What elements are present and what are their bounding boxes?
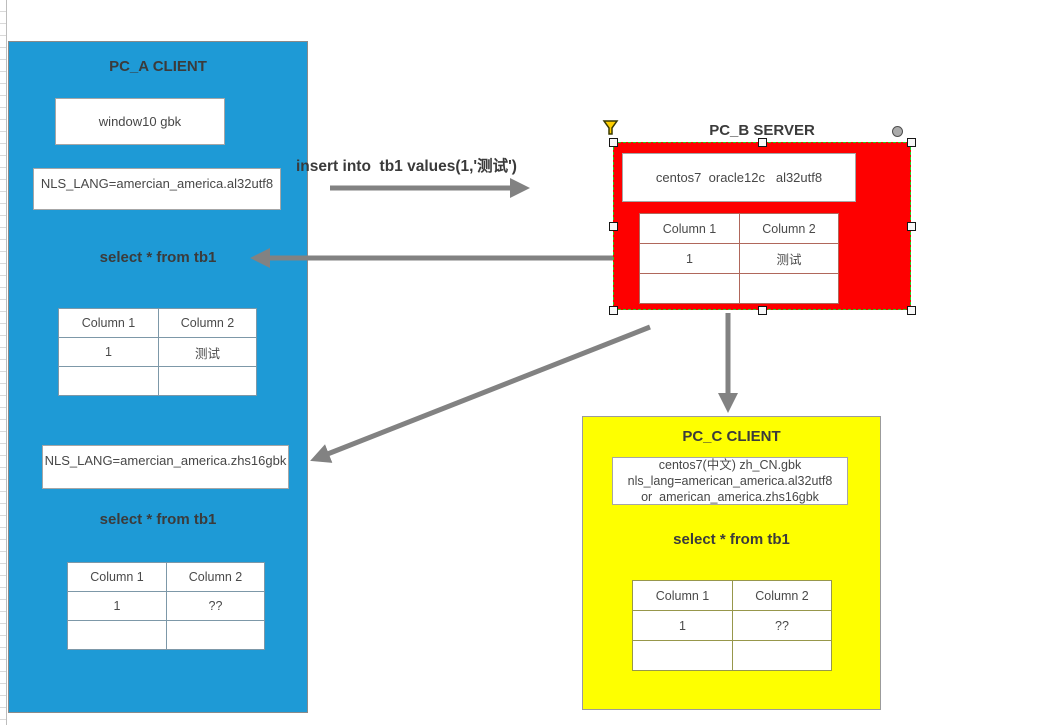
pc-b-info-box[interactable]: centos7 oracle12c al32utf8 — [622, 153, 856, 202]
table-cell: ?? — [732, 610, 832, 641]
table-cell: 测试 — [739, 243, 839, 274]
rotate-handle-icon[interactable] — [892, 126, 903, 137]
pc-c-info-line-3: or american_america.zhs16gbk — [641, 490, 819, 504]
column-header: Column 2 — [739, 213, 839, 244]
column-header: Column 1 — [639, 213, 740, 244]
column-header: Column 2 — [166, 562, 265, 592]
pc-a-nls-utf8-box[interactable]: NLS_LANG=amercian_america.al32utf8 — [33, 168, 281, 210]
pc-b-info-label: centos7 oracle12c al32utf8 — [655, 170, 823, 185]
selection-handle-top-center[interactable] — [758, 138, 767, 147]
pc-a-result-table-1[interactable]: Column 1 Column 2 1 测试 — [58, 308, 257, 396]
insert-statement-label: insert into tb1 values(1,'测试') — [296, 158, 517, 175]
pc-b-result-table[interactable]: Column 1 Column 2 1 测试 — [639, 213, 839, 304]
table-cell — [58, 366, 159, 396]
selection-handle-mid-right[interactable] — [907, 222, 916, 231]
table-cell — [732, 640, 832, 671]
table-cell: 1 — [58, 337, 159, 367]
pc-b-title: PC_B SERVER — [709, 122, 815, 139]
shape-pc-a-client[interactable]: PC_A CLIENT window10 gbk NLS_LANG=amerci… — [8, 41, 308, 713]
table-cell: 1 — [67, 591, 167, 621]
column-header: Column 1 — [632, 580, 733, 611]
column-header: Column 1 — [58, 308, 159, 338]
table-cell: ?? — [166, 591, 265, 621]
pc-c-select-label: select * from tb1 — [673, 531, 790, 548]
table-cell — [166, 620, 265, 650]
pc-a-select-label-2: select * from tb1 — [99, 511, 217, 528]
table-cell — [639, 273, 740, 304]
column-header: Column 1 — [67, 562, 167, 592]
pc-a-title: PC_A CLIENT — [109, 58, 207, 75]
filter-handle-icon[interactable] — [602, 119, 620, 138]
table-cell — [67, 620, 167, 650]
pc-c-info-line-1: centos7(中文) zh_CN.gbk — [658, 458, 802, 472]
pc-a-select-label-1: select * from tb1 — [99, 249, 217, 266]
selection-handle-bottom-center[interactable] — [758, 306, 767, 315]
pc-a-os-label: window10 gbk — [98, 114, 182, 129]
sheet-gridlines — [0, 0, 7, 725]
pc-c-info-box[interactable]: centos7(中文) zh_CN.gbk nls_lang=american_… — [612, 457, 848, 505]
shape-pc-c-client[interactable]: PC_C CLIENT centos7(中文) zh_CN.gbk nls_la… — [582, 416, 881, 710]
table-cell — [739, 273, 839, 304]
column-header: Column 2 — [732, 580, 832, 611]
pc-a-nls-gbk-box[interactable]: NLS_LANG=amercian_america.zhs16gbk — [42, 445, 289, 489]
table-cell: 1 — [639, 243, 740, 274]
pc-a-nls-utf8-label: NLS_LANG=amercian_america.al32utf8 — [40, 176, 274, 191]
pc-c-title: PC_C CLIENT — [682, 428, 781, 445]
selection-handle-top-right[interactable] — [907, 138, 916, 147]
table-cell — [632, 640, 733, 671]
pc-a-os-box[interactable]: window10 gbk — [55, 98, 225, 145]
selection-handle-bottom-left[interactable] — [609, 306, 618, 315]
table-cell: 测试 — [158, 337, 257, 367]
pc-c-info-line-2: nls_lang=american_america.al32utf8 — [627, 474, 833, 488]
table-cell: 1 — [632, 610, 733, 641]
selection-handle-mid-left[interactable] — [609, 222, 618, 231]
pc-a-nls-gbk-label: NLS_LANG=amercian_america.zhs16gbk — [44, 453, 287, 468]
pc-c-result-table[interactable]: Column 1 Column 2 1 ?? — [632, 580, 832, 671]
selection-handle-top-left[interactable] — [609, 138, 618, 147]
table-cell — [158, 366, 257, 396]
column-header: Column 2 — [158, 308, 257, 338]
selection-handle-bottom-right[interactable] — [907, 306, 916, 315]
shape-pc-b-server[interactable]: centos7 oracle12c al32utf8 Column 1 Colu… — [613, 142, 911, 310]
pc-a-result-table-2[interactable]: Column 1 Column 2 1 ?? — [67, 562, 265, 650]
